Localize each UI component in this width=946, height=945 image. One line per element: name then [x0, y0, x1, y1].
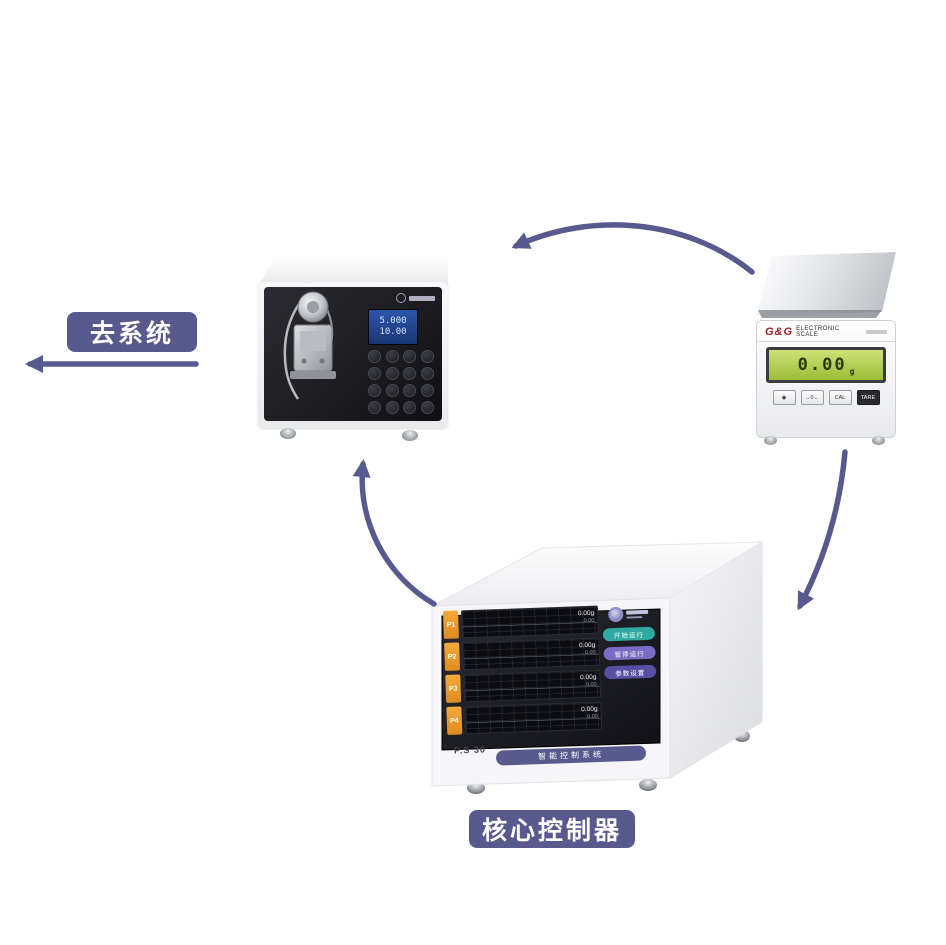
pump-key — [403, 401, 416, 414]
scale-lcd-bezel: 0.00 g — [766, 347, 886, 383]
pump-front-panel: 5.000 10.00 — [264, 287, 442, 421]
pump-key — [368, 367, 381, 380]
arrow-scale-to-controller — [797, 449, 848, 611]
pump-key — [420, 367, 434, 380]
scale-header: G&G ELECTRONIC SCALE — [757, 321, 895, 342]
pump-key — [368, 401, 381, 414]
core-controller-label: 核心控制器 — [469, 810, 635, 848]
scale-title: ELECTRONIC SCALE — [796, 326, 840, 338]
tubing — [283, 296, 305, 400]
device-scale: G&G ELECTRONIC SCALE 0.00 g ◉ →0← CAL TA… — [750, 246, 902, 452]
scale-zero-button: →0← — [800, 390, 824, 405]
arrow-controller-to-pump — [352, 459, 437, 607]
device-pump: 5.000 10.00 — [258, 256, 448, 446]
knob-center — [307, 301, 319, 313]
scale-cal-button: CAL — [828, 390, 852, 405]
scale-lcd-display: 0.00 g — [769, 350, 883, 380]
pump-head-plate — [300, 331, 326, 351]
bolt — [319, 358, 325, 364]
pump-foot — [402, 430, 418, 441]
pump-key — [368, 350, 381, 363]
pump-key — [403, 367, 416, 380]
bolt — [301, 358, 307, 364]
scale-foot — [872, 436, 885, 445]
pump-key — [385, 401, 399, 414]
scale-weighing-platter — [756, 252, 896, 316]
pump-brand-logo — [396, 293, 435, 303]
scale-body: G&G ELECTRONIC SCALE 0.00 g ◉ →0← CAL TA… — [756, 320, 896, 438]
pump-keypad — [368, 350, 434, 414]
to-system-label: 去系统 — [67, 312, 197, 352]
scale-model-text — [865, 330, 887, 334]
pump-key — [368, 384, 381, 397]
pump-body: 5.000 10.00 — [258, 282, 448, 428]
pump-top-face — [258, 256, 448, 286]
pump-key — [403, 350, 416, 363]
pump-lcd-line2: 10.00 — [379, 327, 407, 337]
device-controller: P1 0.00g 0.00 P2 0.00g 0.00 P3 — [424, 524, 769, 800]
pump-key — [385, 350, 399, 363]
pump-lcd-line1: 5.000 — [379, 315, 407, 326]
scale-brand: G&G — [765, 326, 794, 338]
pump-logo-icon — [396, 293, 406, 303]
scale-button-row: ◉ →0← CAL TARE — [757, 390, 895, 405]
pump-key — [420, 384, 434, 397]
scale-foot — [764, 436, 777, 445]
scale-power-button: ◉ — [772, 390, 796, 405]
controller-foot — [639, 779, 657, 791]
pump-key — [420, 350, 434, 363]
pump-key — [403, 384, 416, 397]
pump-key — [420, 401, 434, 414]
pump-foot — [280, 428, 296, 439]
scale-tare-button: TARE — [856, 390, 880, 405]
pump-logo-text — [409, 295, 435, 301]
arrow-scale-to-pump — [511, 222, 755, 275]
scale-display-unit: g — [849, 367, 855, 376]
pump-head-assembly — [283, 291, 336, 400]
pump-lcd-screen: 5.000 10.00 — [368, 309, 418, 345]
pump-key — [385, 384, 399, 397]
pump-key — [385, 367, 399, 380]
scale-platter-edge — [758, 310, 882, 318]
pump-head-base — [290, 371, 336, 379]
scale-display-value: 0.00 — [797, 355, 847, 375]
